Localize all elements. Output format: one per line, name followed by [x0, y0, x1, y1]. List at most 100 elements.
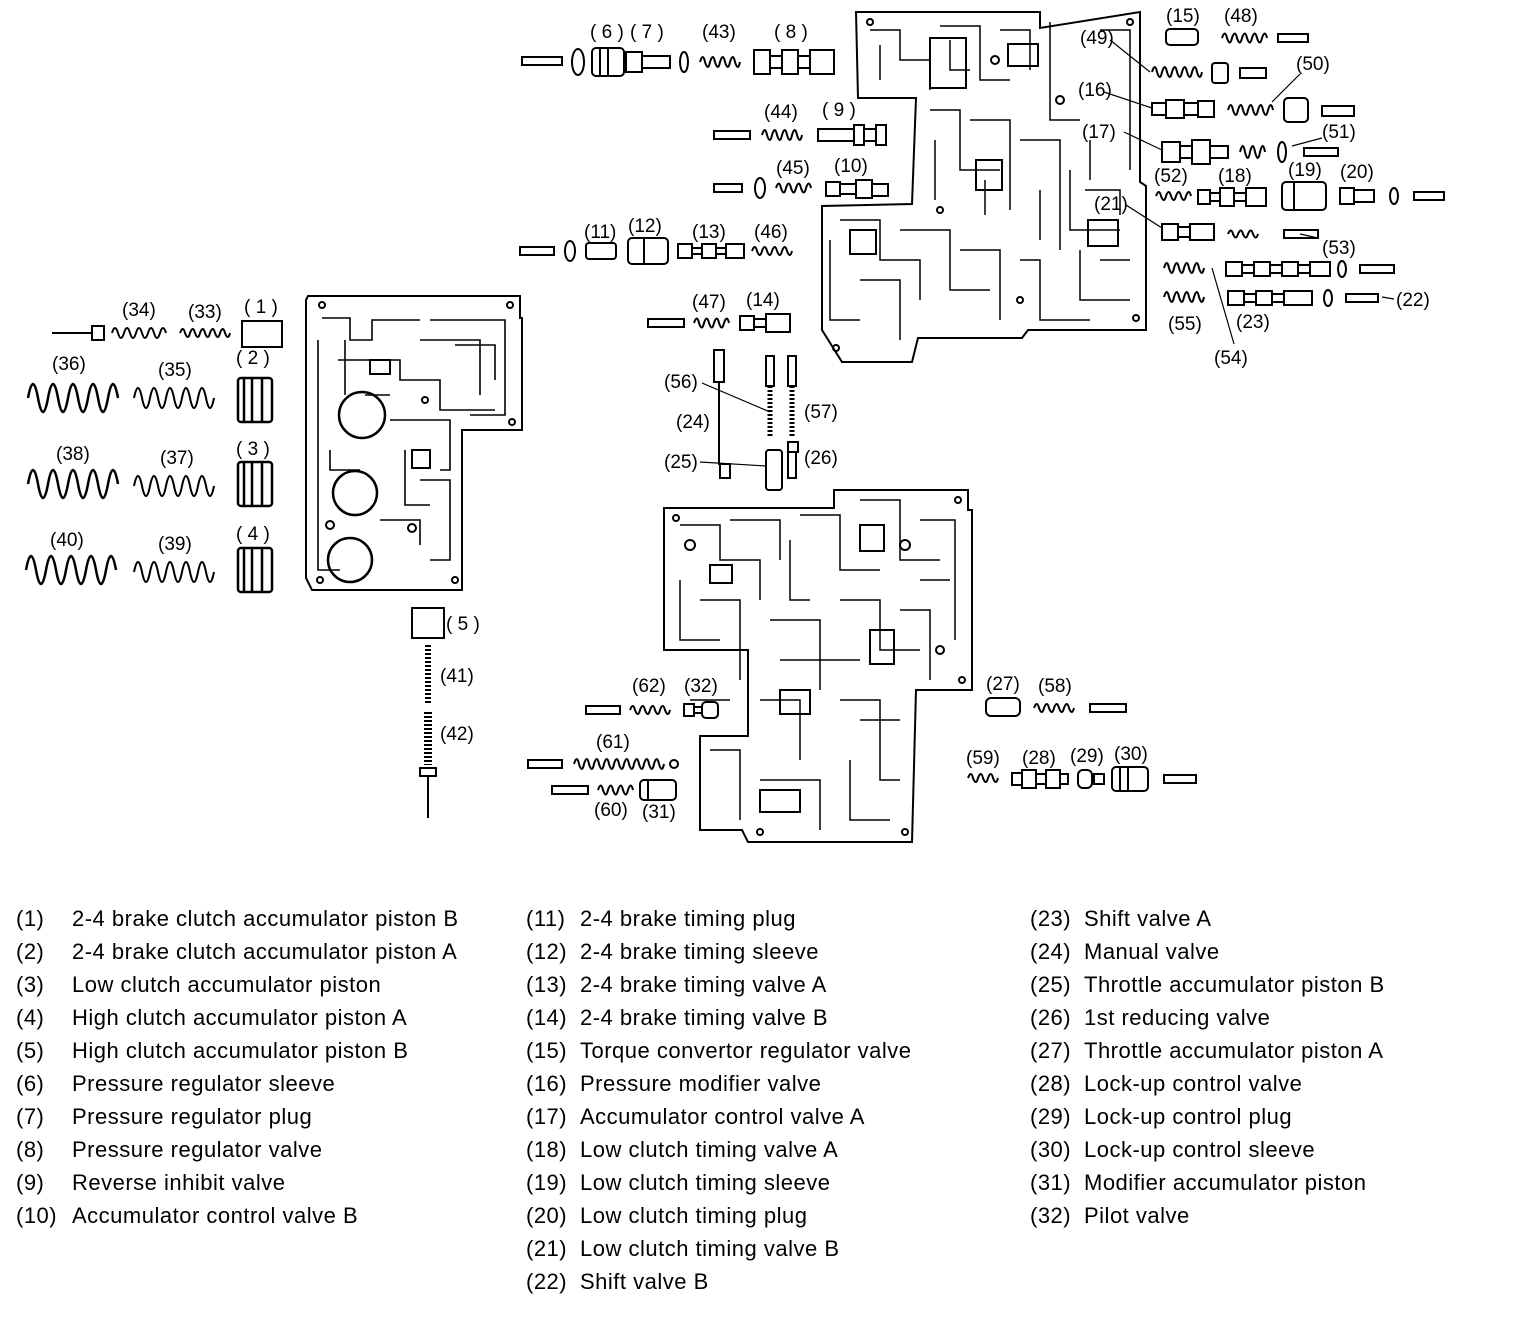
callout-43: (43) — [702, 22, 736, 43]
legend-number: (18) — [526, 1137, 568, 1162]
legend-number: (5) — [16, 1038, 45, 1063]
callout-46: (46) — [754, 222, 788, 243]
legend-description: Pressure modifier valve — [580, 1071, 822, 1096]
legend-number: (24) — [1030, 939, 1072, 964]
callout-55: (55) — [1168, 314, 1202, 335]
callout-62: (62) — [632, 676, 666, 697]
legend-description: Shift valve A — [1084, 906, 1212, 931]
legend-item: (15) Torque convertor regulator valve — [526, 1034, 1026, 1067]
legend-item: (18) Low clutch timing valve A — [526, 1133, 1026, 1166]
legend-number: (16) — [526, 1071, 568, 1096]
callout-44: (44) — [764, 102, 798, 123]
callout-1: ( 1 ) — [244, 297, 278, 318]
legend-description: Pilot valve — [1084, 1203, 1190, 1228]
callout-29: (29) — [1070, 746, 1104, 767]
legend-item: (26)1st reducing valve — [1030, 1001, 1520, 1034]
legend-item: (19) Low clutch timing sleeve — [526, 1166, 1026, 1199]
lower-valve-body — [663, 489, 973, 843]
callout-22: (22) — [1396, 290, 1430, 311]
callout-45: (45) — [776, 158, 810, 179]
legend-number: (29) — [1030, 1104, 1072, 1129]
lower-valve-rows — [527, 697, 1197, 801]
callout-6: ( 6 ) — [590, 22, 624, 43]
legend-item: (17)Accumulator control valve A — [526, 1100, 1026, 1133]
legend-number: (10) — [16, 1203, 58, 1228]
legend-description: Low clutch timing sleeve — [580, 1170, 831, 1195]
legend-item: (3) Low clutch accumulator piston — [16, 968, 486, 1001]
legend-number: (22) — [526, 1269, 568, 1294]
manual-valve-parts — [699, 349, 799, 491]
legend-item: (20)Low clutch timing plug — [526, 1199, 1026, 1232]
legend-number: (25) — [1030, 972, 1072, 997]
legend-description: Lock-up control sleeve — [1084, 1137, 1316, 1162]
callout-20: (20) — [1340, 162, 1374, 183]
callout-17: (17) — [1082, 122, 1116, 143]
callout-39: (39) — [158, 534, 192, 555]
callout-59: (59) — [966, 748, 1000, 769]
callout-21: (21) — [1094, 194, 1128, 215]
callout-15: (15) — [1166, 6, 1200, 27]
legend-description: Lock-up control plug — [1084, 1104, 1293, 1129]
callout-47: (47) — [692, 292, 726, 313]
callout-13: (13) — [692, 222, 726, 243]
legend-item: (11)2-4 brake timing plug — [526, 902, 1026, 935]
legend-item: (13)2-4 brake timing valve A — [526, 968, 1026, 1001]
legend-item: (29) Lock-up control plug — [1030, 1100, 1520, 1133]
legend-description: High clutch accumulator piston A — [72, 1005, 408, 1030]
legend-number: (30) — [1030, 1137, 1072, 1162]
legend-description: High clutch accumulator piston B — [72, 1038, 409, 1063]
legend-number: (3) — [16, 972, 45, 997]
legend-item: (30) Lock-up control sleeve — [1030, 1133, 1520, 1166]
callout-53: (53) — [1322, 238, 1356, 259]
legend-description: 2-4 brake timing valve A — [580, 972, 827, 997]
legend-description: Throttle accumulator piston A — [1084, 1038, 1384, 1063]
legend-description: Pressure regulator valve — [72, 1137, 323, 1162]
callout-2: ( 2 ) — [236, 348, 270, 369]
legend-item: (6)Pressure regulator sleeve — [16, 1067, 486, 1100]
callout-27: (27) — [986, 674, 1020, 695]
callout-30: (30) — [1114, 744, 1148, 765]
callout-48: (48) — [1224, 6, 1258, 27]
legend-item: (4)High clutch accumulator piston A — [16, 1001, 486, 1034]
legend-number: (15) — [526, 1038, 568, 1063]
legend-number: (2) — [16, 939, 45, 964]
legend-description: Torque convertor regulator valve — [580, 1038, 912, 1063]
callout-25: (25) — [664, 452, 698, 473]
callout-7: ( 7 ) — [630, 22, 664, 43]
callout-16: (16) — [1078, 80, 1112, 101]
legend-number: (23) — [1030, 906, 1072, 931]
callout-61: (61) — [596, 732, 630, 753]
legend-item: (25)Throttle accumulator piston B — [1030, 968, 1520, 1001]
legend-item: (5) High clutch accumulator piston B — [16, 1034, 486, 1067]
left-parts — [24, 320, 445, 818]
callout-28: (28) — [1022, 748, 1056, 769]
legend-number: (1) — [16, 906, 45, 931]
legend-number: (31) — [1030, 1170, 1072, 1195]
callout-31: (31) — [642, 802, 676, 823]
callout-40: (40) — [50, 530, 84, 551]
callout-35: (35) — [158, 360, 192, 381]
legend-item: (28)Lock-up control valve — [1030, 1067, 1520, 1100]
upper-valve-body — [821, 10, 1147, 363]
legend-item: (10)Accumulator control valve B — [16, 1199, 486, 1232]
legend-number: (19) — [526, 1170, 568, 1195]
callout-19: (19) — [1288, 160, 1322, 181]
callout-11: (11) — [584, 222, 616, 243]
legend-description: 2-4 brake clutch accumulator piston B — [72, 906, 459, 931]
legend-item: (1) 2-4 brake clutch accumulator piston B — [16, 902, 486, 935]
legend-description: Low clutch accumulator piston — [72, 972, 382, 997]
legend-description: Low clutch timing valve A — [580, 1137, 839, 1162]
callout-58: (58) — [1038, 676, 1072, 697]
callout-26: (26) — [804, 448, 838, 469]
callout-50: (50) — [1296, 54, 1330, 75]
right-valve-rows — [1103, 28, 1445, 345]
callout-36: (36) — [52, 354, 86, 375]
legend-number: (14) — [526, 1005, 568, 1030]
callout-49: (49) — [1080, 28, 1114, 49]
legend-item: (16) Pressure modifier valve — [526, 1067, 1026, 1100]
callout-18: (18) — [1218, 166, 1252, 187]
legend-item: (12)2-4 brake timing sleeve — [526, 935, 1026, 968]
callout-38: (38) — [56, 444, 90, 465]
callout-labels: ( 1 ) ( 2 ) ( 3 ) ( 4 ) ( 5 ) ( 6 ) ( 7 … — [50, 6, 1430, 823]
callout-57: (57) — [804, 402, 838, 423]
